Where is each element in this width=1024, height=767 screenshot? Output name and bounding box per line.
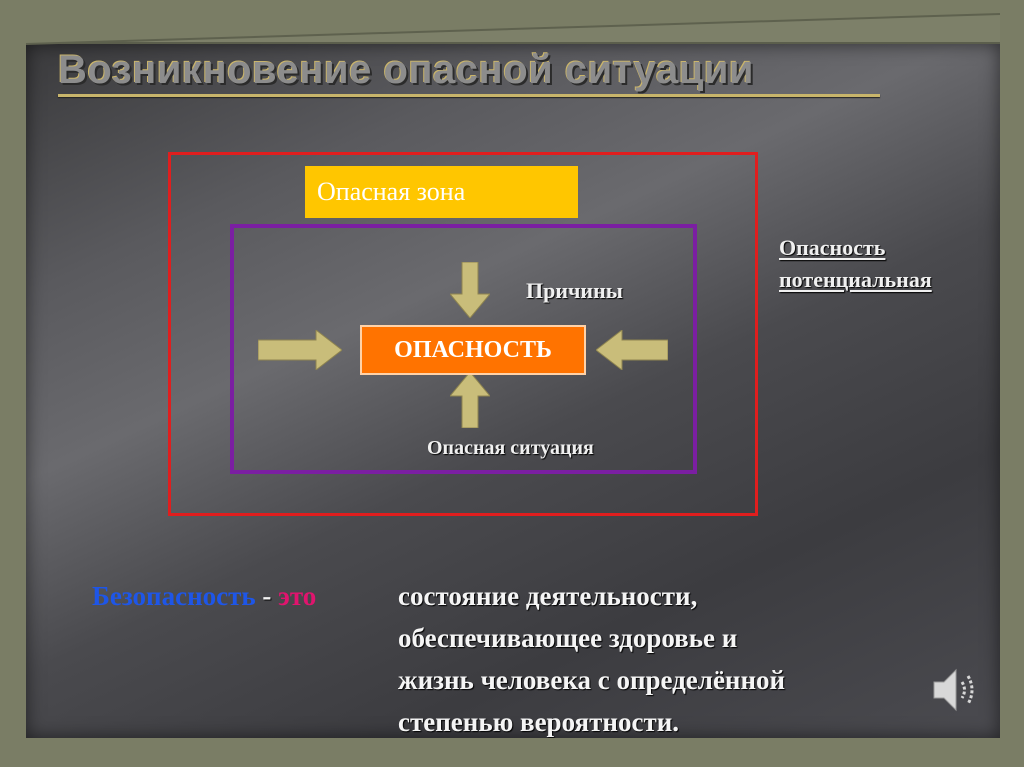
potential-danger-label: Опасность потенциальная <box>779 232 932 296</box>
slide-title: Возникновение опасной ситуации <box>58 48 754 92</box>
arrow-left-icon <box>596 330 668 370</box>
potential-line-2: потенциальная <box>779 267 932 292</box>
definition-connector: это <box>278 581 317 611</box>
dangerous-situation-label: Опасная ситуация <box>427 437 594 459</box>
definition-text: состояние деятельности, обеспечивающее з… <box>398 575 785 743</box>
arrow-down-icon <box>450 262 490 318</box>
arrow-right-icon <box>258 330 342 370</box>
danger-center-box: ОПАСНОСТЬ <box>360 325 586 375</box>
definition-lead: Безопасность - это <box>92 575 316 617</box>
potential-line-1: Опасность <box>779 235 886 260</box>
title-underline <box>58 94 880 97</box>
definition-line-1: состояние деятельности, <box>398 581 698 611</box>
definition-term: Безопасность <box>92 581 256 611</box>
definition-line-2: обеспечивающее здоровье и <box>398 623 738 653</box>
definition-dash: - <box>255 581 279 611</box>
danger-zone-label: Опасная зона <box>305 166 578 218</box>
speaker-icon[interactable] <box>930 664 984 716</box>
definition-line-4: степенью вероятности. <box>398 707 680 737</box>
definition-line-3: жизнь человека с определённой <box>398 665 786 695</box>
causes-label: Причины <box>526 278 623 303</box>
arrow-up-icon <box>450 372 490 428</box>
